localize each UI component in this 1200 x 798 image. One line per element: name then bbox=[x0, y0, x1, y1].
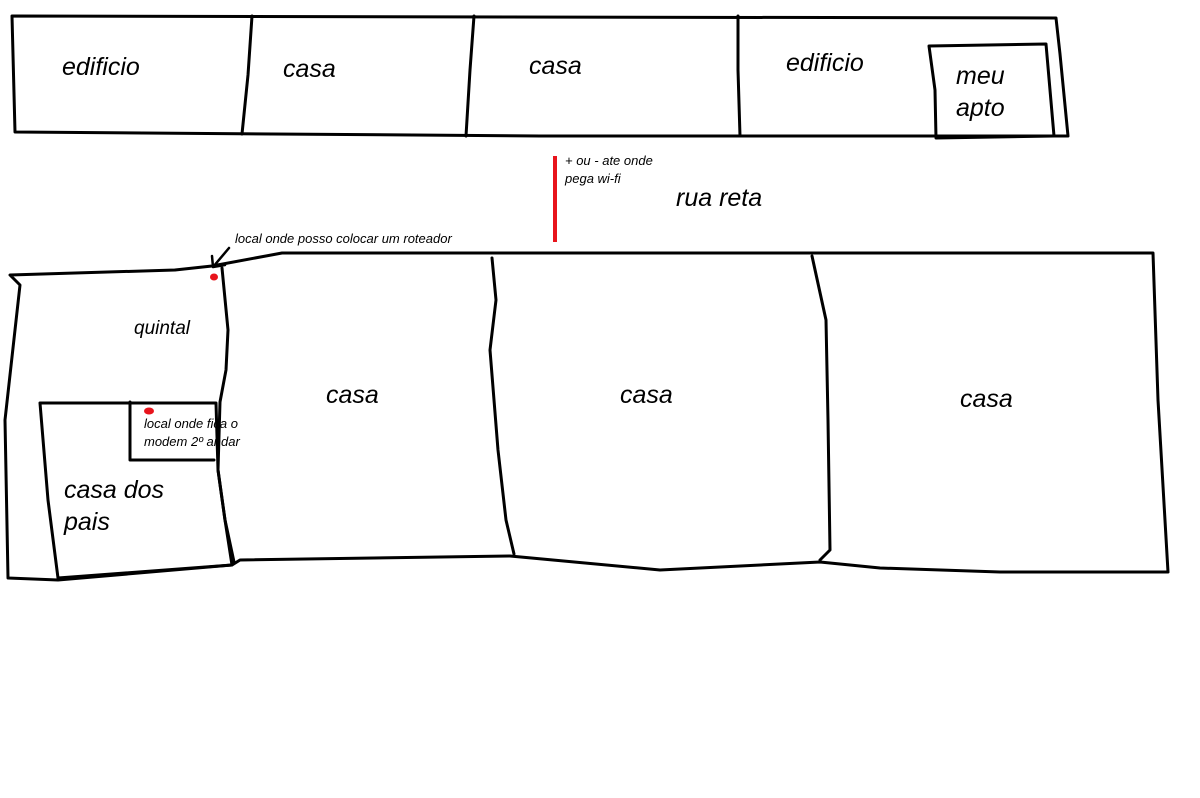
label-casa-bottom-3: casa bbox=[960, 385, 1013, 413]
top-row-outline bbox=[10, 14, 1070, 138]
street-name: rua reta bbox=[676, 184, 763, 212]
label-edificio-1: edificio bbox=[62, 53, 140, 81]
modem-location-dot bbox=[144, 407, 154, 415]
label-meu-apto-line2: apto bbox=[956, 94, 1005, 122]
label-casa-top-1: casa bbox=[283, 55, 336, 83]
top-row-divider-3 bbox=[736, 14, 742, 138]
modem-note-line2: modem 2º andar bbox=[144, 434, 240, 449]
top-row-divider-2 bbox=[464, 14, 476, 138]
label-casa-dos-pais-line2: pais bbox=[64, 508, 110, 536]
modem-room-outline bbox=[128, 400, 216, 462]
label-meu-apto-line1: meu bbox=[956, 62, 1005, 90]
bottom-block-outline bbox=[3, 251, 1170, 582]
router-location-dot bbox=[210, 273, 218, 281]
my-apartment-outline bbox=[927, 42, 1056, 140]
top-row-divider-1 bbox=[240, 14, 254, 136]
wifi-note-line2: pega wi-fi bbox=[565, 171, 621, 186]
bottom-divider-1 bbox=[488, 256, 516, 556]
router-note: local onde posso colocar um roteador bbox=[235, 231, 452, 246]
bottom-divider-2 bbox=[810, 254, 832, 562]
wifi-note-line1: + ou - ate onde bbox=[565, 153, 653, 168]
router-arrow-icon bbox=[210, 246, 231, 269]
label-edificio-2: edificio bbox=[786, 49, 864, 77]
label-casa-bottom-1: casa bbox=[326, 381, 379, 409]
modem-note-line1: local onde fica o bbox=[144, 416, 238, 431]
label-quintal: quintal bbox=[134, 318, 190, 339]
label-casa-top-2: casa bbox=[529, 52, 582, 80]
label-casa-dos-pais-line1: casa dos bbox=[64, 476, 165, 504]
parents-house-outline bbox=[38, 401, 234, 580]
label-casa-bottom-2: casa bbox=[620, 381, 673, 409]
